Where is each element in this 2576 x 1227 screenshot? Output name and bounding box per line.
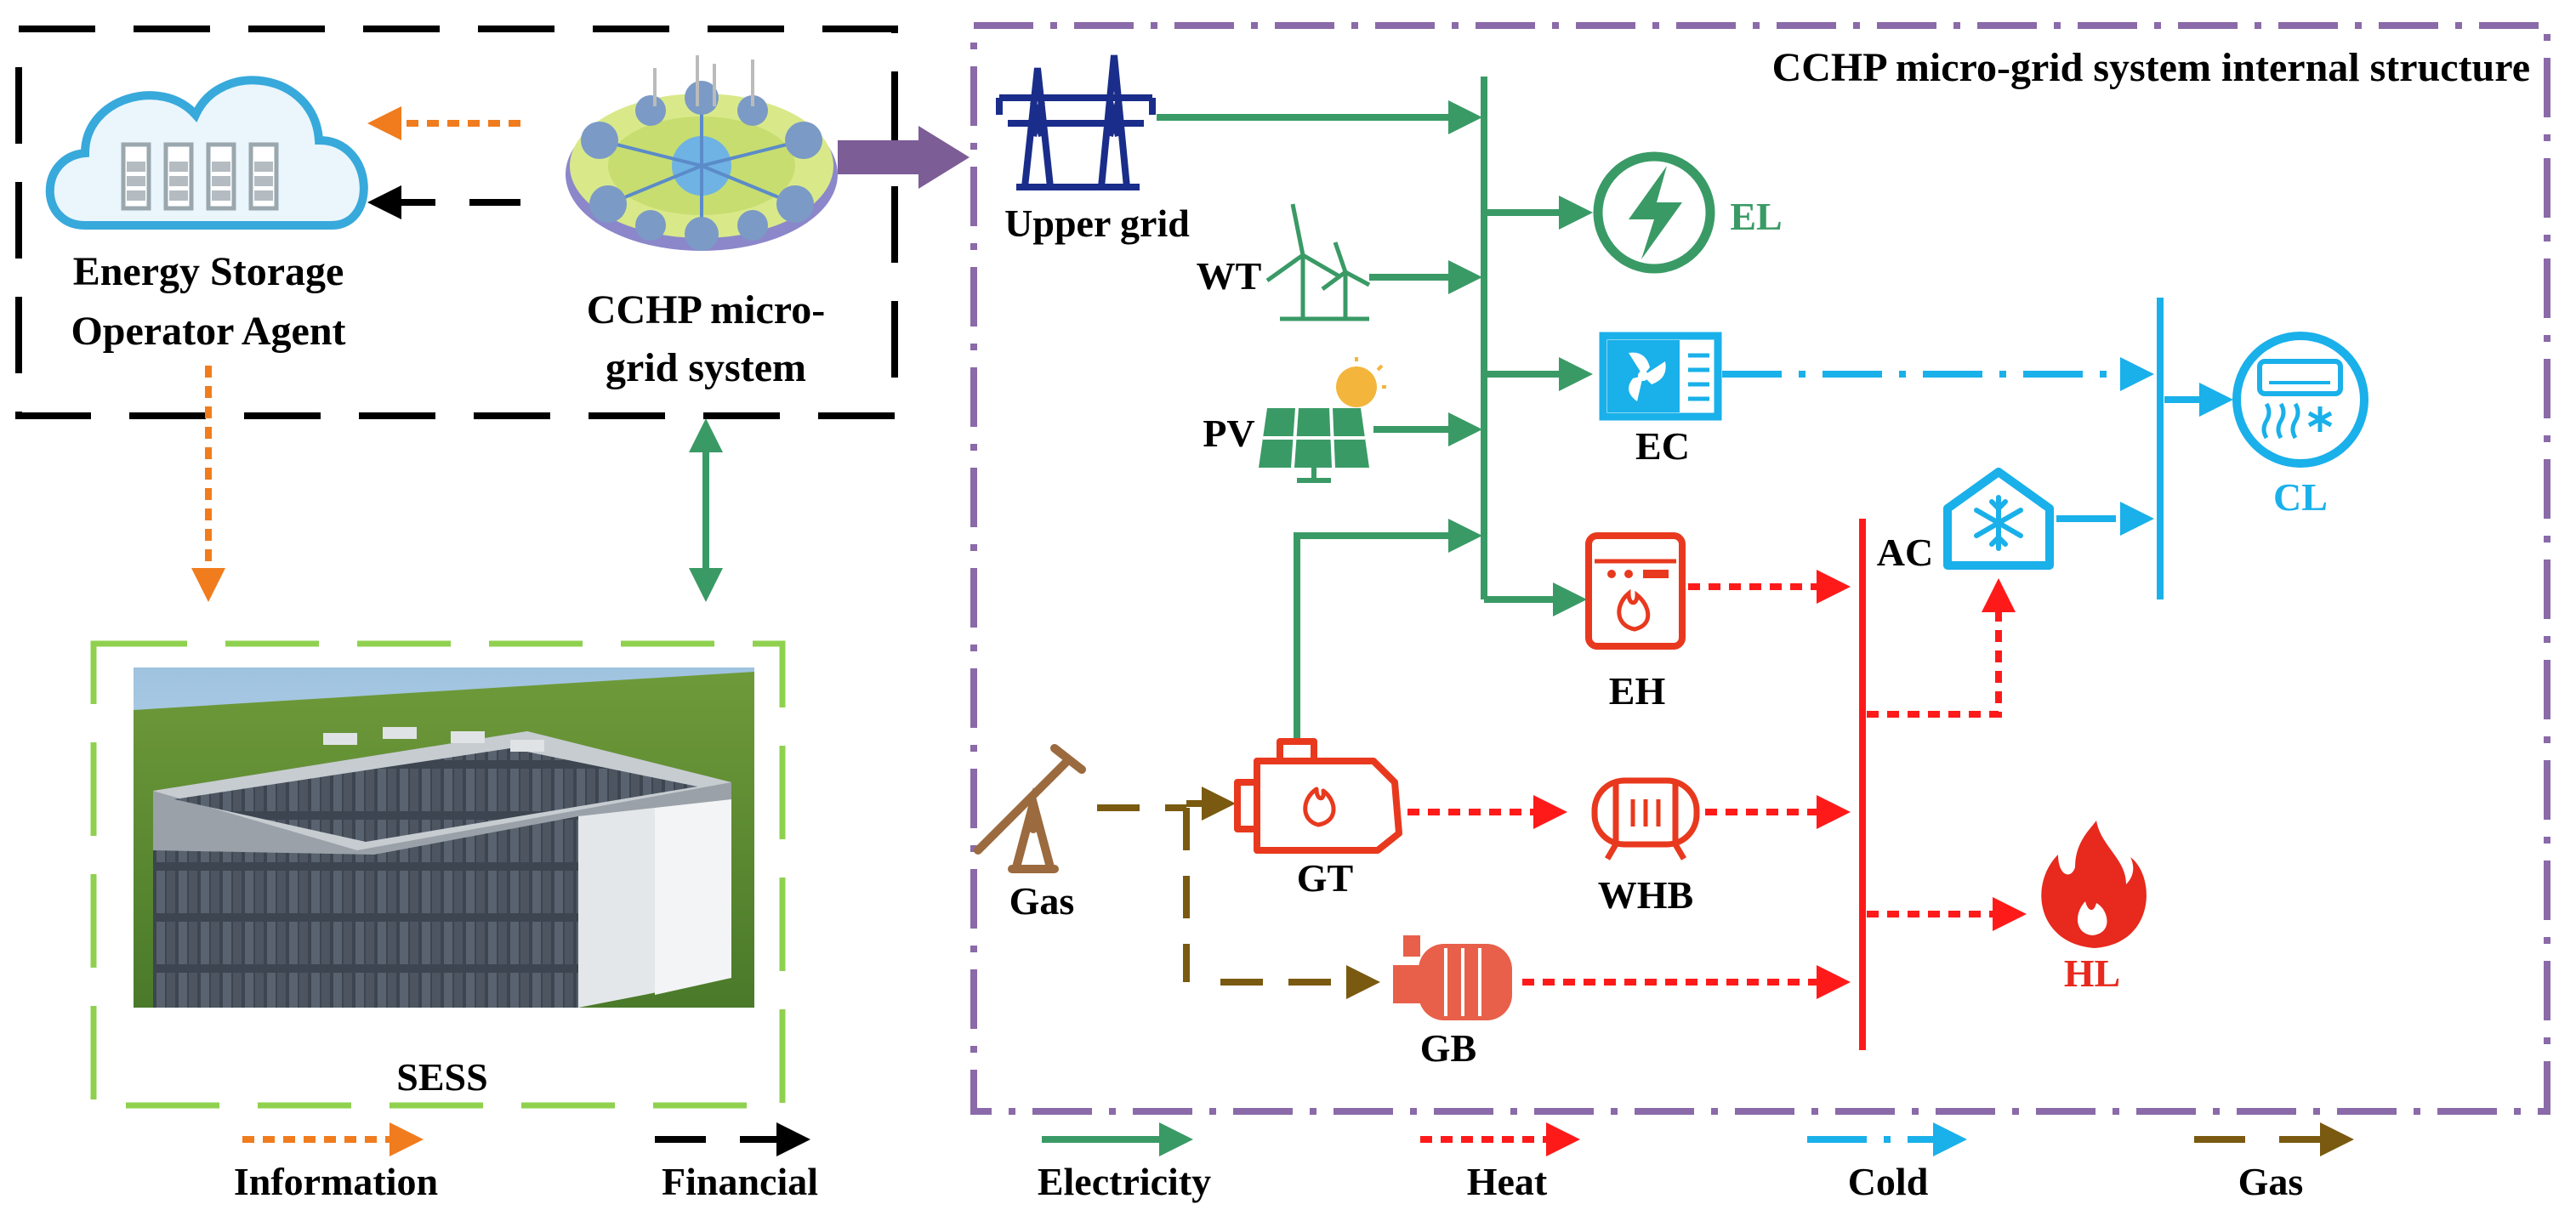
gb-label: GB <box>1420 1026 1476 1070</box>
ac-label: AC <box>1877 531 1933 574</box>
electric-heater-icon <box>1585 532 1686 650</box>
el-label: EL <box>1730 195 1782 238</box>
gas-turbine-icon <box>1234 738 1402 854</box>
cloud-battery-icon <box>45 76 368 230</box>
gt-to-bus-electricity <box>1294 519 1482 740</box>
legend-label-information: Information <box>234 1160 438 1203</box>
legend-label-heat: Heat <box>1467 1160 1548 1203</box>
agent-label-line2: Operator Agent <box>71 309 345 354</box>
internal-structure-frame <box>970 22 2550 1115</box>
agent-label-line1: Energy Storage <box>73 249 344 294</box>
legend-item-cold: Cold <box>1807 1122 1967 1203</box>
legend-item-financial: Financial <box>655 1122 818 1203</box>
agent-frame <box>15 26 898 419</box>
legend-item-information: Information <box>234 1122 438 1203</box>
transmission-tower-icon <box>996 54 1156 190</box>
ec-label: EC <box>1635 424 1690 468</box>
heat-bus-to-ac-arrow <box>1867 578 2016 718</box>
solar-panel-icon <box>1259 357 1386 483</box>
internal-structure-title: CCHP micro-grid system internal structur… <box>1772 45 2530 90</box>
legend-label-cold: Cold <box>1848 1160 1929 1203</box>
lightning-bolt-icon <box>1593 151 1715 274</box>
air-conditioner-icon <box>2232 332 2368 468</box>
legend: Information Financial Electricity Heat C… <box>234 1122 2354 1203</box>
legend-item-heat: Heat <box>1420 1122 1580 1203</box>
gt-label: GT <box>1297 856 1353 900</box>
sess-label: SESS <box>396 1055 487 1099</box>
absorption-chiller-icon <box>1943 468 2054 570</box>
waste-heat-boiler-icon <box>1591 777 1700 861</box>
flame-icon <box>2041 821 2147 948</box>
legend-label-financial: Financial <box>662 1160 818 1203</box>
legend-label-gas: Gas <box>2238 1160 2304 1203</box>
upper-grid-label: Upper grid <box>1004 202 1190 245</box>
purple-block-arrow <box>838 126 970 189</box>
eh-label: EH <box>1609 669 1666 713</box>
wt-label: WT <box>1197 254 1262 298</box>
legend-item-gas: Gas <box>2194 1122 2354 1203</box>
whb-label: WHB <box>1598 873 1693 917</box>
cl-label: CL <box>2273 475 2328 519</box>
electric-chiller-icon <box>1599 332 1722 421</box>
cchp-system-label-line2: grid system <box>606 345 806 390</box>
legend-item-electricity: Electricity <box>1038 1122 1211 1203</box>
cchp-system-label-line1: CCHP micro- <box>587 287 825 332</box>
wind-turbine-icon <box>1265 203 1371 321</box>
sess-frame <box>90 640 786 1109</box>
battery-station-image <box>134 667 754 1008</box>
gas-label: Gas <box>1009 879 1075 923</box>
pv-label: PV <box>1203 412 1254 455</box>
oil-pump-icon <box>974 744 1086 873</box>
hl-label: HL <box>2064 951 2120 995</box>
gas-boiler-icon <box>1393 935 1512 1020</box>
legend-label-electricity: Electricity <box>1038 1160 1211 1203</box>
microgrid-icon <box>566 55 838 251</box>
